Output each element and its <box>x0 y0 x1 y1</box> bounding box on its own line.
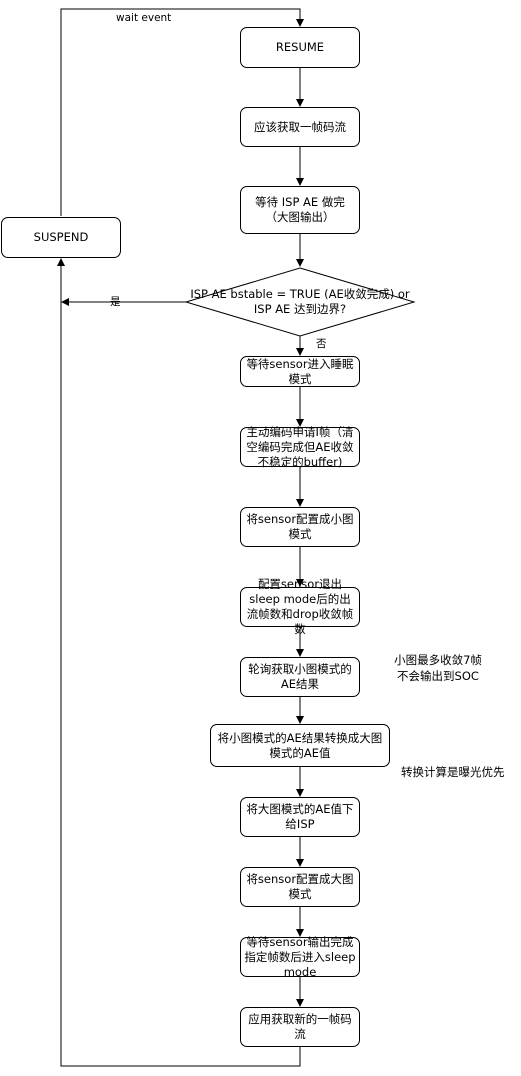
big-mode-node: 将sensor配置成大图模式 <box>240 867 360 907</box>
small-mode-note-line2: 不会输出到SOC <box>397 669 479 683</box>
yes-label: 是 <box>110 296 121 308</box>
request-i-frame-node: 主动编码申请I帧（清空编码完成但AE收敛不稳定的buffer) <box>240 425 360 469</box>
no-label: 否 <box>316 338 327 350</box>
resume-node: RESUME <box>240 27 360 68</box>
small-mode-note-line1: 小图最多收敛7帧 <box>394 653 482 667</box>
suspend-node: SUSPEND <box>1 217 121 258</box>
config-frames-node: 配置sensor退出sleep mode后的出流帧数和drop收敛帧数 <box>240 577 360 636</box>
small-mode-node: 将sensor配置成小图模式 <box>240 507 360 547</box>
app-get-frame-node: 应用获取新的一帧码流 <box>240 1007 360 1047</box>
sensor-sleep-node: 等待sensor进入睡眠模式 <box>240 356 360 387</box>
arrow-app-get-to-suspend <box>57 258 301 1067</box>
poll-ae-node: 轮询获取小图模式的AE结果 <box>240 657 360 697</box>
arrow-suspend-to-resume <box>60 8 304 216</box>
wait-isp-node: 等待 ISP AE 做完（大图输出） <box>240 186 360 234</box>
give-isp-node: 将大图模式的AE值下给ISP <box>240 797 360 837</box>
decision-text: ISP AE bstable = TRUE (AE收敛完成) or ISP AE… <box>190 287 410 316</box>
decision-diamond <box>184 267 416 337</box>
exposure-priority-note: 转换计算是曝光优先 <box>401 765 505 779</box>
get-frame-node: 应该获取一帧码流 <box>240 107 360 147</box>
convert-ae-node: 将小图模式的AE结果转换成大图模式的AE值 <box>210 724 390 767</box>
wait-output-node: 等待sensor输出完成指定帧数后进入sleep mode <box>240 935 360 979</box>
small-mode-note: 小图最多收敛7帧 不会输出到SOC <box>388 652 488 684</box>
wait-event-label: wait event <box>116 12 172 24</box>
